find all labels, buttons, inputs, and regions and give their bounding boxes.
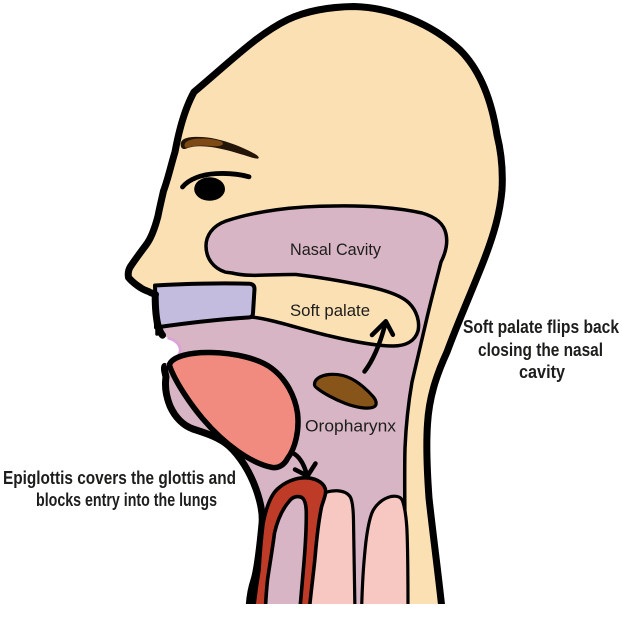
svg-text:Oropharynx: Oropharynx xyxy=(305,417,397,436)
svg-text:closing the nasal: closing the nasal xyxy=(478,340,603,360)
svg-text:blocks entry into the lungs: blocks entry into the lungs xyxy=(36,490,217,510)
svg-text:cavity: cavity xyxy=(519,362,565,382)
svg-text:Epiglottis covers the glottis: Epiglottis covers the glottis and xyxy=(3,468,236,488)
svg-text:Soft palate flips back: Soft palate flips back xyxy=(463,317,620,337)
svg-text:Soft palate: Soft palate xyxy=(290,301,370,320)
svg-text:Nasal Cavity: Nasal Cavity xyxy=(290,240,381,259)
